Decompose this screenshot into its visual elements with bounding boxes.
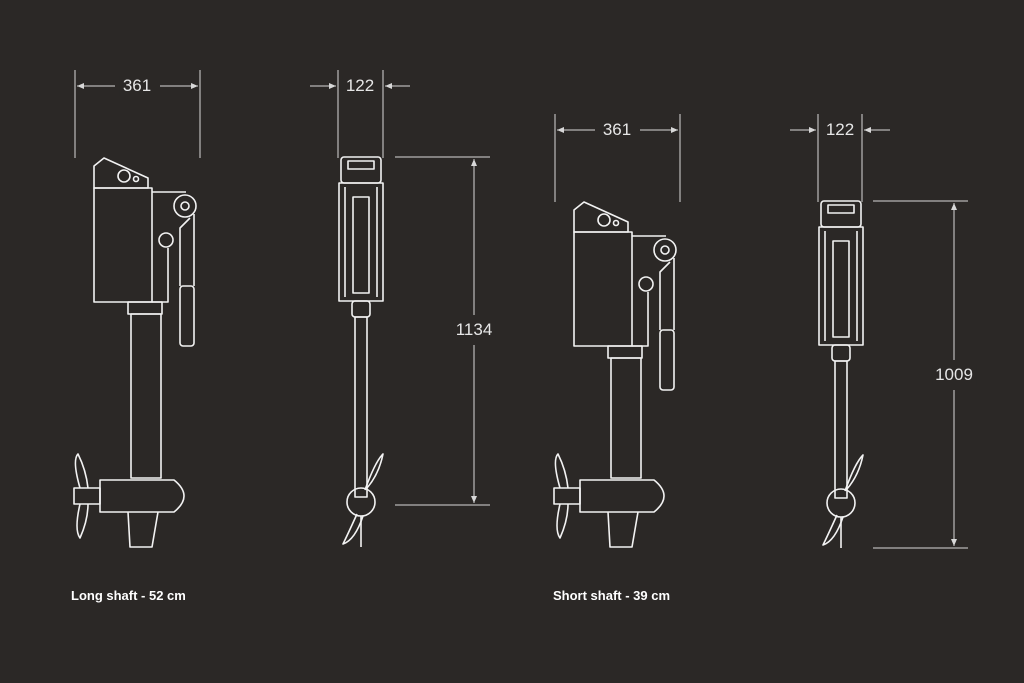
long-side-width-label: 361 bbox=[119, 76, 155, 96]
short-height-label: 1009 bbox=[932, 365, 976, 385]
battery-core bbox=[352, 196, 370, 294]
tilt-knob-center bbox=[180, 201, 190, 211]
shaft bbox=[834, 360, 848, 499]
shaft-collar bbox=[607, 345, 643, 359]
short-shaft-caption: Short shaft - 39 cm bbox=[553, 588, 671, 603]
tilt-knob bbox=[173, 194, 197, 218]
battery-core bbox=[832, 240, 850, 338]
dimension-lines bbox=[74, 70, 968, 549]
shaft-collar bbox=[831, 344, 851, 362]
lock-knob bbox=[158, 232, 174, 248]
short-front-width-label: 122 bbox=[822, 120, 858, 140]
propeller bbox=[554, 453, 569, 539]
long-shaft-side-view bbox=[73, 157, 197, 548]
tiller-grip bbox=[659, 329, 675, 391]
prop-hub bbox=[73, 487, 101, 505]
skeg-fin bbox=[127, 511, 159, 548]
cap-led bbox=[612, 219, 620, 227]
head-cap bbox=[93, 157, 149, 189]
housing-detail bbox=[344, 187, 378, 297]
long-front-width-label: 122 bbox=[342, 76, 378, 96]
tiller-arm bbox=[179, 214, 195, 286]
shaft bbox=[354, 316, 368, 498]
tilt-knob-center bbox=[660, 245, 670, 255]
short-shaft-front-view bbox=[818, 200, 864, 548]
propeller bbox=[74, 453, 89, 539]
cap-button bbox=[597, 213, 611, 227]
tiller-arm bbox=[659, 258, 675, 330]
propeller bbox=[342, 453, 384, 545]
long-height-label: 1134 bbox=[452, 320, 496, 340]
shaft bbox=[130, 313, 162, 479]
display bbox=[347, 160, 375, 170]
battery-body bbox=[93, 187, 153, 303]
housing-detail bbox=[824, 231, 858, 341]
display bbox=[827, 204, 855, 214]
prop-hub bbox=[553, 487, 581, 505]
lock-knob bbox=[638, 276, 654, 292]
tilt-knob bbox=[653, 238, 677, 262]
head-cap bbox=[573, 201, 629, 233]
long-shaft-front-view bbox=[338, 156, 384, 547]
motor-pod bbox=[826, 488, 856, 518]
shaft bbox=[610, 357, 642, 479]
shaft-collar bbox=[351, 300, 371, 318]
long-shaft-caption: Long shaft - 52 cm bbox=[71, 588, 186, 603]
battery-body bbox=[573, 231, 633, 347]
shaft-collar bbox=[127, 301, 163, 315]
skeg-fin bbox=[607, 511, 639, 548]
motor-pod bbox=[579, 479, 665, 513]
motor-pod bbox=[346, 487, 376, 517]
propeller bbox=[822, 454, 864, 546]
motor-pod bbox=[99, 479, 185, 513]
cap-button bbox=[117, 169, 131, 183]
tiller-grip bbox=[179, 285, 195, 347]
short-side-width-label: 361 bbox=[599, 120, 635, 140]
cap-led bbox=[132, 175, 140, 183]
short-shaft-side-view bbox=[553, 201, 677, 548]
